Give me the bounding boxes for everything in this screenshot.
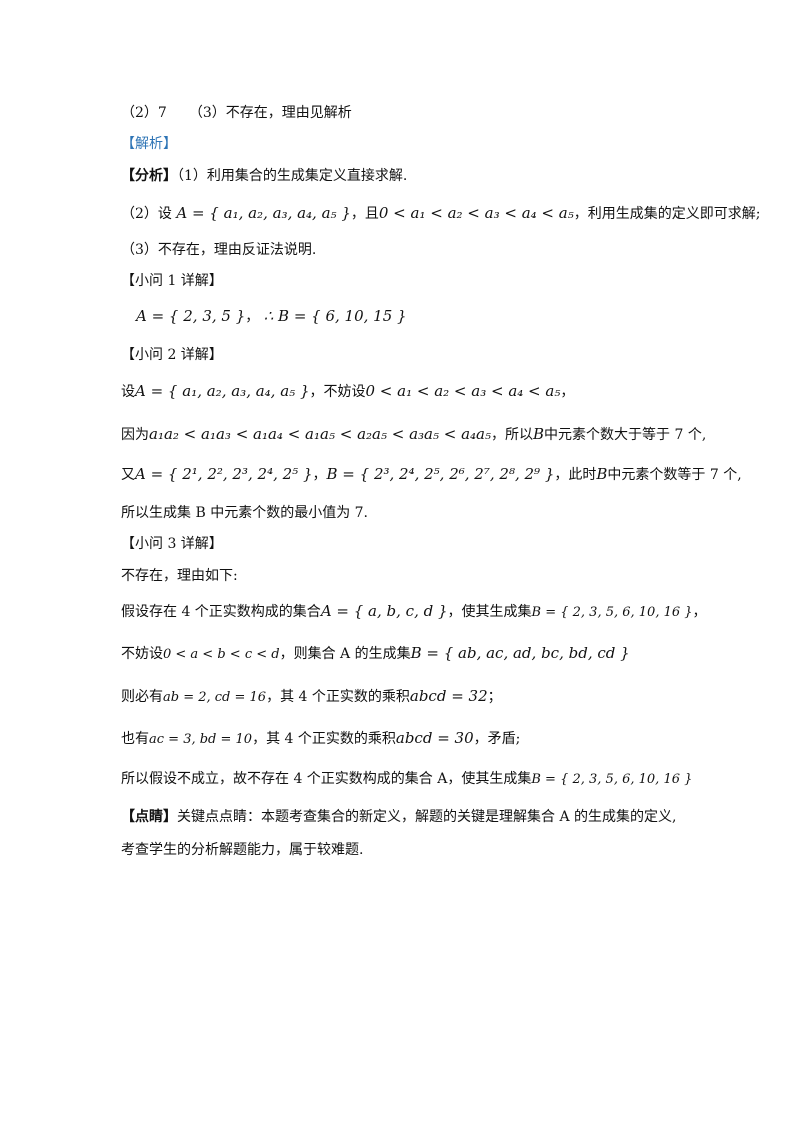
formula-q2-product-chain: a₁a₂ < a₁a₃ < a₁a₄ < a₁a₅ < a₂a₅ < a₃a₅ …: [149, 425, 492, 443]
q3-line-2: 假设存在 4 个正实数构成的集合A = { a, b, c, d }，使其生成集…: [121, 601, 707, 623]
formula-q3-generated-set: B = { 2, 3, 5, 6, 10, 16 }: [531, 605, 693, 620]
q3-l3-mid: ，则集合 A 的生成集: [279, 646, 411, 662]
formula-q3-prod-1: abcd = 32: [409, 687, 488, 705]
formula-q3-products-set: B = { ab, ac, ad, bc, bd, cd }: [410, 644, 630, 662]
answer-part3: （3）不存在，理由见解析: [188, 105, 352, 121]
q2-l2-suffix: 中元素个数大于等于 7 个,: [544, 427, 707, 443]
q3-l4-prefix: 则必有: [121, 689, 163, 705]
q3-l6-prefix: 所以假设不成立，故不存在 4 个正实数构成的集合 A，使其生成集: [121, 771, 532, 787]
q3-line-6: 所以假设不成立，故不存在 4 个正实数构成的集合 A，使其生成集B = { 2,…: [121, 769, 692, 790]
q2-l3-mid2: ，此时: [554, 467, 597, 483]
analysis-p1: 【分析】（1）利用集合的生成集定义直接求解.: [121, 166, 407, 186]
formula-q2-powers-a: A = { 2¹, 2², 2³, 2⁴, 2⁵ }: [135, 465, 313, 483]
formula-q2-set-a: A = { a₁, a₂, a₃, a₄, a₅ }: [135, 382, 310, 400]
jiexi-label: 【解析】: [121, 136, 177, 152]
q2-l2-b: B: [533, 425, 545, 443]
q3-l5-end: ，矛盾;: [473, 731, 521, 747]
remark-line-2: 考查学生的分析解题能力，属于较难题.: [121, 842, 364, 858]
analysis-p3: （3）不存在，理由反证法说明.: [121, 242, 317, 258]
remark-line-1: 【点睛】关键点点睛：本题考查集合的新定义，解题的关键是理解集合 A 的生成集的定…: [121, 807, 676, 827]
formula-inequality: 0 < a₁ < a₂ < a₃ < a₄ < a₅: [378, 204, 574, 222]
q2-l1-prefix: 设: [121, 384, 135, 400]
formula-q3-inequality: 0 < a < b < c < d: [163, 647, 280, 662]
q2-header: 【小问 2 详解】: [121, 347, 223, 363]
q2-l3-mid: ，: [312, 467, 327, 483]
q3-line-5: 也有ac = 3, bd = 10，其 4 个正实数的乘积abcd = 30，矛…: [121, 728, 520, 750]
analysis-p2: （2）设 A = { a₁, a₂, a₃, a₄, a₅ }，且0 < a₁ …: [121, 203, 760, 224]
q2-line-3: 又A = { 2¹, 2², 2³, 2⁴, 2⁵ }，B = { 2³, 2⁴…: [121, 464, 742, 485]
formula-q2-inequality: 0 < a₁ < a₂ < a₃ < a₄ < a₅: [365, 382, 561, 400]
analysis-p2-suffix: ，利用生成集的定义即可求解;: [573, 206, 761, 222]
q3-l3-prefix: 不妨设: [121, 646, 163, 662]
q3-l5-prefix: 也有: [121, 731, 149, 747]
q1-sep: ，: [245, 309, 260, 325]
q2-line-2: 因为a₁a₂ < a₁a₃ < a₁a₄ < a₁a₅ < a₂a₅ < a₃a…: [121, 424, 706, 445]
formula-q2-powers-b: B = { 2³, 2⁴, 2⁵, 2⁶, 2⁷, 2⁸, 2⁹ }: [326, 465, 555, 483]
formula-q3-eq-1: ab = 2, cd = 16: [163, 690, 267, 705]
q2-l3-prefix: 又: [121, 467, 135, 483]
q3-line-1: 不存在，理由如下:: [121, 568, 238, 584]
q3-l2-mid: ，使其生成集: [447, 604, 532, 620]
q3-line-4: 则必有ab = 2, cd = 16，其 4 个正实数的乘积abcd = 32；: [121, 686, 502, 708]
formula-set-a: A = { a₁, a₂, a₃, a₄, a₅ }: [176, 204, 351, 222]
q1-line: A = { 2, 3, 5 }， ∴ B = { 6, 10, 15 }: [136, 306, 407, 327]
formula-q1-set-b: ∴ B = { 6, 10, 15 }: [263, 307, 407, 325]
answer-part2: （2）7: [121, 105, 167, 121]
q2-l3-b: B: [596, 465, 608, 483]
analysis-p2-mid: ，且: [350, 206, 379, 222]
q2-l1-end: ，: [560, 384, 575, 400]
q3-l4-mid: ，其 4 个正实数的乘积: [266, 689, 410, 705]
q3-header: 【小问 3 详解】: [121, 536, 223, 552]
q2-l3-suffix: 中元素个数等于 7 个,: [607, 467, 742, 483]
q3-l5-mid: ，其 4 个正实数的乘积: [252, 731, 396, 747]
q3-l2-prefix: 假设存在 4 个正实数构成的集合: [121, 604, 321, 620]
q3-line-3: 不妨设0 < a < b < c < d，则集合 A 的生成集B = { ab,…: [121, 643, 630, 665]
formula-q3-eq-2: ac = 3, bd = 10: [149, 732, 253, 747]
formula-q1-set-a: A = { 2, 3, 5 }: [136, 307, 246, 325]
q2-line-1: 设A = { a₁, a₂, a₃, a₄, a₅ }，不妨设0 < a₁ < …: [121, 381, 574, 402]
formula-q3-prod-2: abcd = 30: [395, 729, 474, 747]
formula-q3-set-a: A = { a, b, c, d }: [320, 602, 448, 620]
formula-q3-generated-set-2: B = { 2, 3, 5, 6, 10, 16 }: [531, 772, 693, 787]
analysis-p2-prefix: （2）设: [121, 206, 172, 222]
remark-text-1: 关键点点睛：本题考查集合的新定义，解题的关键是理解集合 A 的生成集的定义,: [177, 809, 677, 825]
q2-line-4: 所以生成集 B 中元素个数的最小值为 7.: [121, 505, 368, 521]
remark-label: 【点睛】: [121, 809, 177, 825]
answer-line: （2）7 （3）不存在，理由见解析: [121, 103, 352, 123]
q3-l4-end: ；: [487, 689, 502, 705]
q2-l2-mid: ，所以: [491, 427, 534, 443]
q1-header: 【小问 1 详解】: [121, 273, 223, 289]
q3-l2-end: ，: [692, 604, 707, 620]
q2-l1-mid: ，不妨设: [309, 384, 366, 400]
q2-l2-prefix: 因为: [121, 427, 149, 443]
analysis-label: 【分析】: [121, 168, 177, 184]
analysis-text-1: （1）利用集合的生成集定义直接求解.: [177, 168, 408, 184]
